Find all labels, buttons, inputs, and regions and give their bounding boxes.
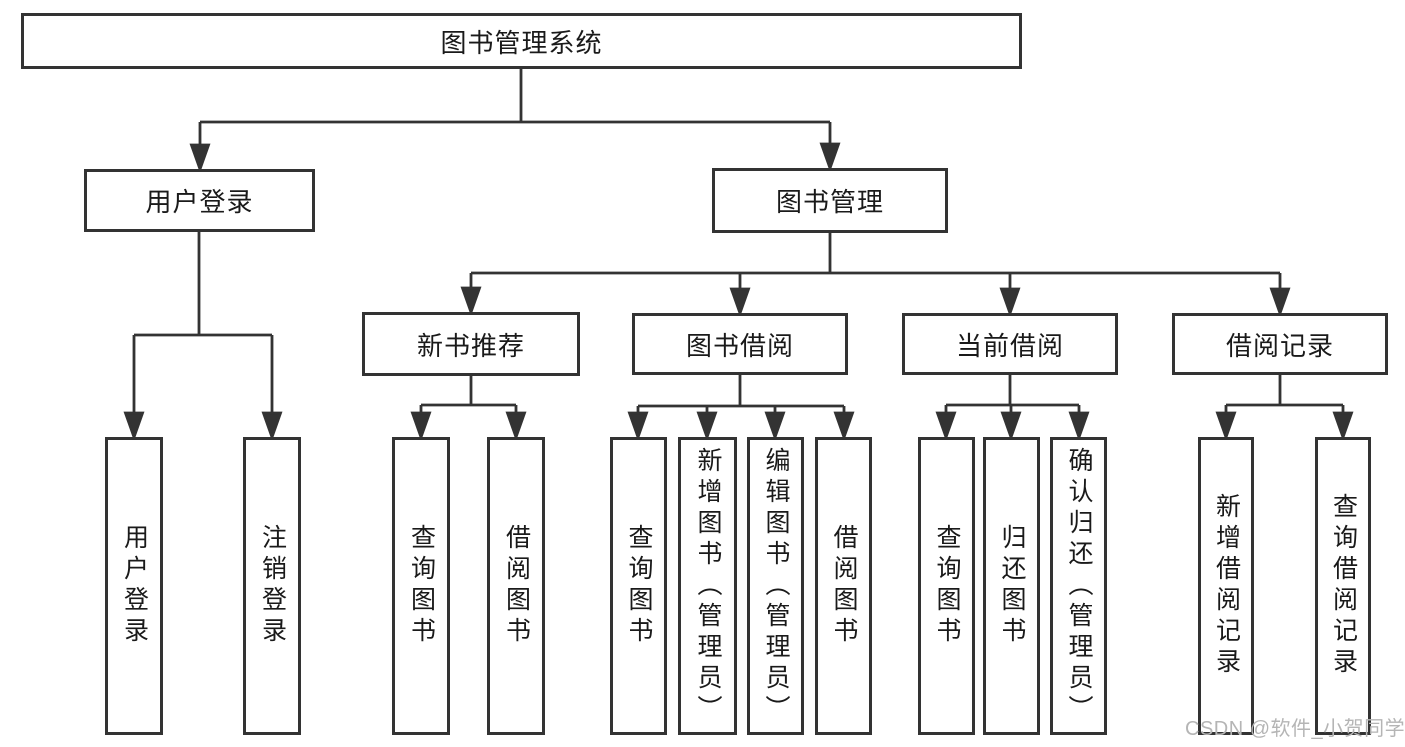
node-label: 图书借阅 — [685, 330, 794, 361]
node-label: 借阅记录 — [1225, 330, 1334, 361]
arrowhead — [1215, 411, 1237, 442]
leaf-query-books: 查询图书 — [392, 437, 450, 735]
node-label: 归还图书 — [998, 524, 1026, 648]
node-label: 图书管理系统 — [440, 27, 603, 58]
leaf-add-books-admin: 新增图书（管理员） — [678, 437, 737, 735]
connector-borrow-record-to-leaves — [1215, 375, 1354, 442]
arrowhead — [261, 411, 283, 442]
connector-new-book-to-leaves — [410, 376, 527, 442]
arrowhead — [819, 142, 841, 173]
leaf-return-books: 归还图书 — [983, 437, 1040, 735]
node-label: 确认归还（管理员） — [1065, 446, 1093, 726]
arrowhead — [764, 411, 786, 442]
arrowhead — [729, 287, 751, 318]
node-label: 注销登录 — [258, 524, 287, 648]
arrowhead — [935, 411, 957, 442]
connector-user-login-to-leaves — [123, 232, 283, 442]
node-label: 借阅图书 — [830, 524, 858, 648]
arrowhead — [627, 411, 649, 442]
leaf-confirm-return-admin: 确认归还（管理员） — [1050, 437, 1107, 735]
connector-root-to-level2 — [189, 69, 841, 174]
arrowhead — [833, 411, 855, 442]
node-user-login: 用户登录 — [84, 169, 315, 232]
leaf-logout: 注销登录 — [243, 437, 301, 735]
leaf-borrow-books: 借阅图书 — [487, 437, 545, 735]
leaf-query-books: 查询图书 — [918, 437, 975, 735]
node-label: 查询图书 — [625, 524, 653, 648]
node-current-borrowing: 当前借阅 — [902, 313, 1118, 375]
node-label: 借阅图书 — [502, 524, 531, 648]
leaf-edit-books-admin: 编辑图书（管理员） — [747, 437, 804, 735]
connector-book-borrow-to-leaves — [627, 375, 855, 442]
arrowhead — [123, 411, 145, 442]
arrowhead — [460, 286, 482, 317]
node-label: 新增图书（管理员） — [694, 446, 722, 726]
node-label: 用户登录 — [145, 187, 254, 217]
node-book-borrowing: 图书借阅 — [632, 313, 848, 375]
node-new-book-recommendation: 新书推荐 — [362, 312, 580, 376]
node-label: 新书推荐 — [416, 330, 525, 361]
node-label: 编辑图书（管理员） — [762, 446, 790, 726]
arrowhead — [696, 411, 718, 442]
csdn-watermark: CSDN @软件_小贺同学 — [1185, 718, 1405, 740]
arrowhead — [1068, 411, 1090, 442]
node-label: 新增借阅记录 — [1212, 493, 1241, 679]
node-label: 用户登录 — [120, 524, 149, 648]
node-borrowing-records: 借阅记录 — [1172, 313, 1388, 375]
connector-current-borrow-to-leaves — [935, 375, 1090, 442]
node-book-management: 图书管理 — [712, 168, 948, 233]
arrowhead — [1000, 411, 1022, 442]
node-library-management-system: 图书管理系统 — [21, 13, 1022, 69]
arrowhead — [1332, 411, 1354, 442]
leaf-query-books: 查询图书 — [610, 437, 667, 735]
arrowhead — [505, 411, 527, 442]
arrowhead — [410, 411, 432, 442]
arrowhead — [1269, 287, 1291, 318]
connector-book-mgmt-to-level3 — [460, 233, 1291, 318]
leaf-user-login: 用户登录 — [105, 437, 163, 735]
leaf-add-borrow-record: 新增借阅记录 — [1198, 437, 1254, 735]
leaf-borrow-books: 借阅图书 — [815, 437, 872, 735]
node-label: 当前借阅 — [955, 330, 1064, 361]
node-label: 图书管理 — [775, 187, 884, 217]
node-label: 查询图书 — [407, 524, 436, 648]
arrowhead — [189, 143, 211, 174]
node-label: 查询图书 — [933, 524, 961, 648]
node-label: 查询借阅记录 — [1329, 493, 1358, 679]
leaf-query-borrow-record: 查询借阅记录 — [1315, 437, 1371, 735]
arrowhead — [999, 287, 1021, 318]
